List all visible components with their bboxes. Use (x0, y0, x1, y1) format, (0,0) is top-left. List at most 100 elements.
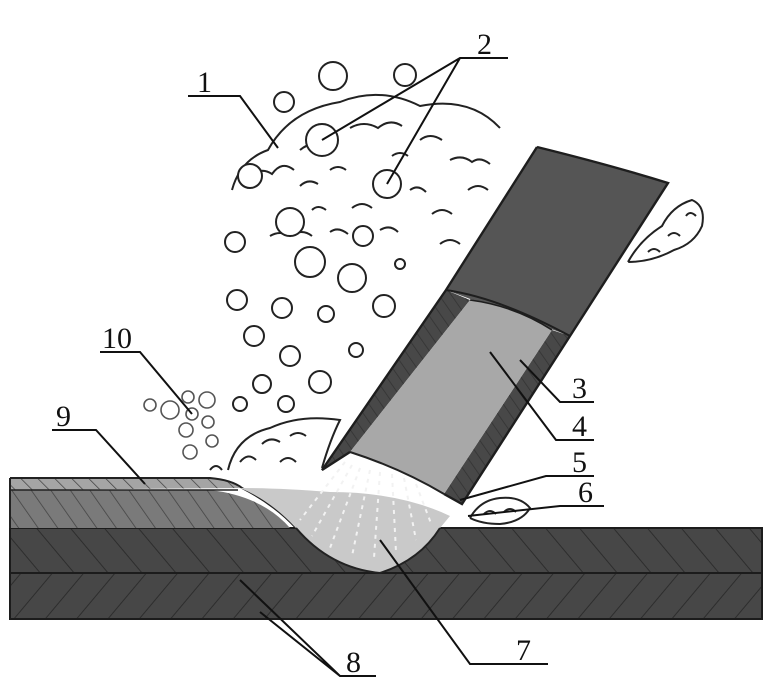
small-droplet (205, 434, 219, 448)
droplet (308, 370, 332, 394)
label-4: 4 (572, 410, 587, 443)
label-9: 9 (56, 400, 71, 433)
leader-2 (321, 57, 508, 185)
label-5: 5 (572, 446, 587, 479)
small-droplet (181, 390, 195, 404)
leader-9 (52, 429, 146, 485)
cloud-squiggle-6 (299, 180, 319, 187)
cloud-squiggle-15 (439, 239, 461, 245)
droplet (243, 325, 265, 347)
leader-lines (52, 57, 604, 677)
smoke-puff (627, 198, 704, 263)
small-droplet (182, 444, 198, 460)
electrode-left-wall-hatch (322, 290, 470, 470)
weld-pool-outline (295, 527, 441, 575)
droplet (237, 163, 263, 189)
label-1: 1 (197, 66, 212, 99)
droplet (393, 63, 417, 87)
droplet (394, 258, 406, 270)
tip-gas-squiggle-5 (209, 465, 223, 471)
leader-3 (519, 359, 594, 403)
smoke-puff-squiggle-2 (667, 232, 681, 237)
label-7: 7 (516, 634, 531, 667)
arc-sparks (299, 461, 433, 559)
electrode-outline (321, 145, 670, 506)
label-3: 3 (572, 372, 587, 405)
leader-7 (379, 539, 548, 665)
droplet (352, 225, 374, 247)
tip-gas-squiggle-1 (239, 455, 257, 463)
electrode-right-wall-hatch (444, 330, 570, 504)
smoke-puff-outline (627, 198, 704, 263)
cloud-outline-top (231, 93, 501, 191)
tip-gas-squiggle-4 (279, 457, 297, 463)
cloud-squiggle-14 (379, 226, 399, 233)
droplet (277, 395, 295, 413)
leader-1 (188, 95, 279, 149)
label-2: 2 (477, 28, 492, 61)
cloud-squiggle-3 (349, 121, 403, 130)
droplet (232, 396, 248, 412)
tip-gas-squiggle-2 (261, 438, 281, 445)
weld-pool (240, 488, 450, 575)
weld-pool-surface (240, 488, 450, 573)
droplet (226, 289, 248, 311)
tip-gas-outline (227, 417, 342, 471)
electrode-core-wire (350, 300, 552, 494)
callout-labels: 1 2 3 4 5 6 7 8 9 10 (56, 28, 593, 679)
cloud-squiggle-17 (391, 152, 409, 157)
leader-5 (459, 475, 594, 501)
label-6: 6 (578, 476, 593, 509)
droplet (294, 246, 326, 278)
weld-deposit-hatch (10, 490, 290, 528)
cloud-squiggle-10 (431, 209, 453, 215)
leader-10 (100, 351, 193, 415)
cloud-squiggle-7 (329, 166, 347, 171)
plate-upper-layer-hatch (10, 528, 762, 573)
electrode-core-end (349, 451, 445, 495)
leader-8 (239, 579, 376, 677)
droplet (271, 297, 293, 319)
small-droplet (160, 400, 180, 420)
droplet (279, 345, 301, 367)
droplet (372, 294, 396, 318)
deposit-outline (9, 477, 297, 529)
spark-line-7 (403, 477, 417, 541)
plate-lower-layer-hatch (10, 573, 762, 619)
spark-line-6 (391, 473, 397, 553)
spark-line-1 (299, 461, 346, 521)
deposited-layer (9, 477, 297, 529)
droplet (337, 263, 367, 293)
spark-line-4 (351, 469, 371, 557)
droplet (318, 61, 348, 91)
gas-cloud (231, 93, 501, 245)
cloud-squiggle-4 (419, 135, 443, 141)
electrode-step-line (469, 299, 553, 331)
small-spatter (143, 390, 219, 460)
droplet (275, 207, 305, 237)
cloud-squiggle-11 (467, 185, 489, 191)
droplet (317, 305, 335, 323)
electrode (321, 145, 670, 506)
label-8: 8 (346, 646, 361, 679)
cloud-squiggle-9 (409, 186, 427, 193)
tip-gas-cloud (209, 417, 342, 471)
spark-line-8 (415, 483, 433, 527)
cloud-squiggle-13 (329, 228, 349, 235)
slag-coating-hatch (10, 478, 240, 490)
tip-gas-squiggle-3 (289, 432, 307, 437)
smoke-puff-squiggle-1 (647, 248, 661, 253)
small-droplet (178, 422, 194, 438)
base-metal-plate (9, 527, 763, 620)
label-10: 10 (102, 322, 132, 355)
droplet (252, 374, 272, 394)
smoke-puff-squiggle-3 (685, 212, 697, 217)
droplet (224, 231, 246, 253)
cloud-squiggle-8 (351, 203, 373, 209)
cloud-squiggle-16 (311, 206, 327, 211)
leader-4 (489, 351, 594, 441)
root-gas-outline (469, 496, 532, 526)
leader-6 (467, 505, 604, 517)
cloud-squiggle-5 (449, 156, 491, 165)
